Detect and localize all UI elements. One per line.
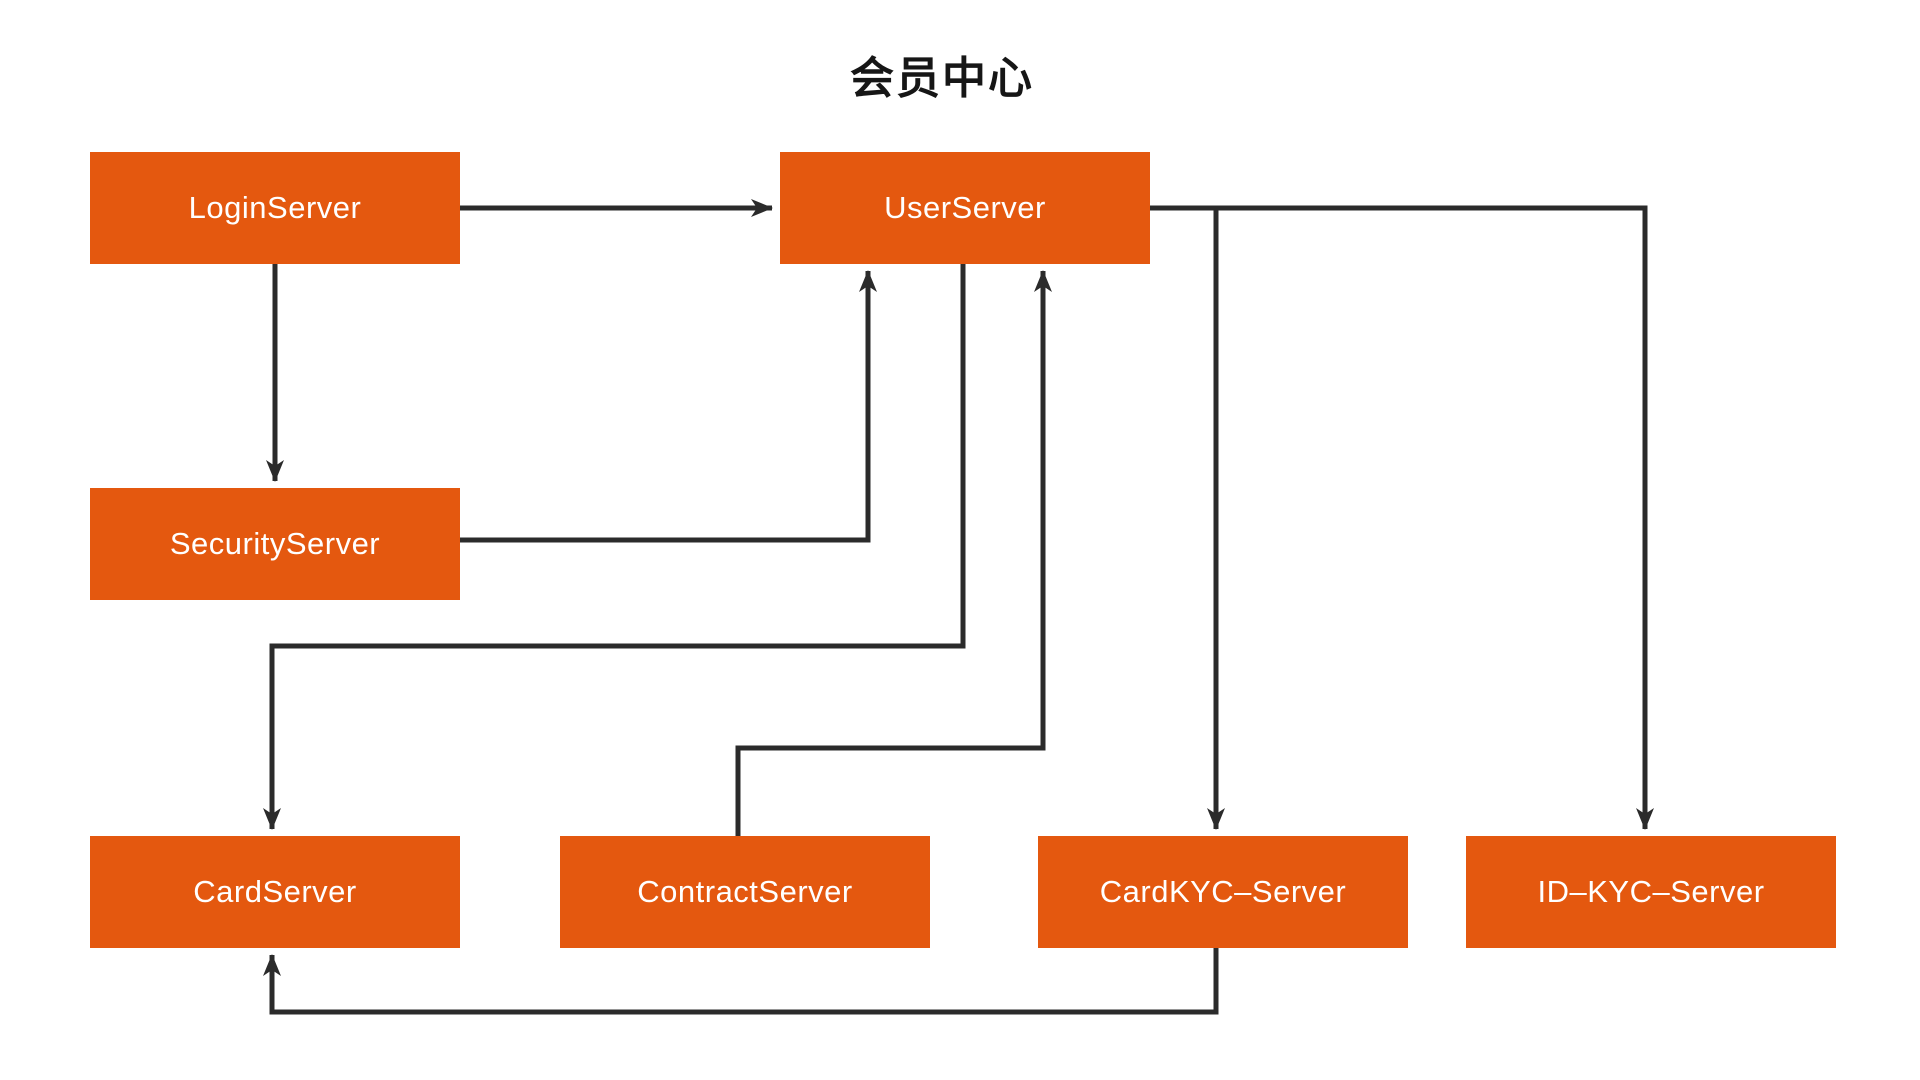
diagram-title: 会员中心 (850, 54, 1034, 103)
node-cardkycserver: CardKYC–Server (1038, 836, 1408, 948)
node-cardkycserver-label: CardKYC–Server (1099, 874, 1347, 909)
node-cardserver: CardServer (90, 836, 460, 948)
node-loginserver: LoginServer (90, 152, 460, 264)
node-idkycserver-label: ID–KYC–Server (1537, 874, 1765, 909)
node-securityserver-label: SecurityServer (169, 526, 381, 561)
edge-userserver-to-cardserver (263, 264, 966, 830)
edge-securityserver-to-userserver (460, 270, 877, 543)
node-idkycserver: ID–KYC–Server (1466, 836, 1836, 948)
node-userserver: UserServer (780, 152, 1150, 264)
node-userserver-label: UserServer (884, 190, 1046, 225)
node-loginserver-label: LoginServer (188, 190, 362, 225)
node-securityserver: SecurityServer (90, 488, 460, 600)
node-contractserver-label: ContractServer (637, 874, 853, 909)
edge-cardkycserver-to-cardserver (263, 948, 1219, 1015)
node-contractserver: ContractServer (560, 836, 930, 948)
node-cardserver-label: CardServer (193, 874, 357, 909)
edge-contractserver-to-userserver (735, 270, 1052, 836)
edge-userserver-to-idkycserver (1150, 205, 1654, 830)
